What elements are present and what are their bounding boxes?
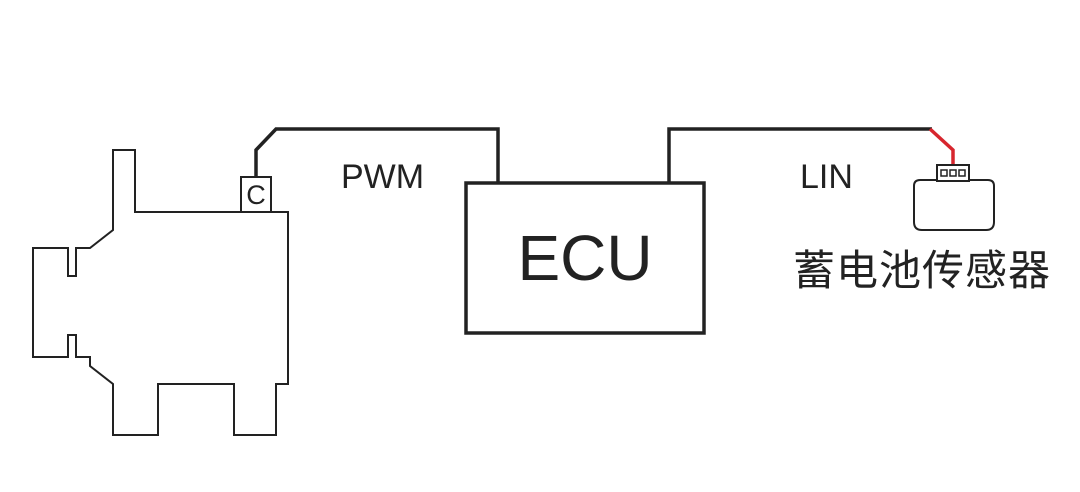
battery-sensor-label: 蓄电池传感器 (793, 246, 1052, 295)
battery-sensor-body (913, 179, 995, 231)
connector-c-label: C (246, 180, 266, 210)
ecu-box (464, 181, 706, 335)
sensor-plug (936, 164, 970, 182)
sensor-pin-1 (940, 169, 948, 177)
ecu-label: ECU (517, 222, 653, 294)
sensor-pin-3 (958, 169, 966, 177)
sensor-lead-red (928, 127, 955, 165)
lin-wire (667, 127, 932, 183)
alternator-outline (32, 149, 289, 436)
pwm-label: PWM (341, 158, 425, 196)
pwm-wire (254, 127, 500, 183)
lin-label: LIN (800, 158, 853, 196)
sensor-pin-2 (949, 169, 957, 177)
